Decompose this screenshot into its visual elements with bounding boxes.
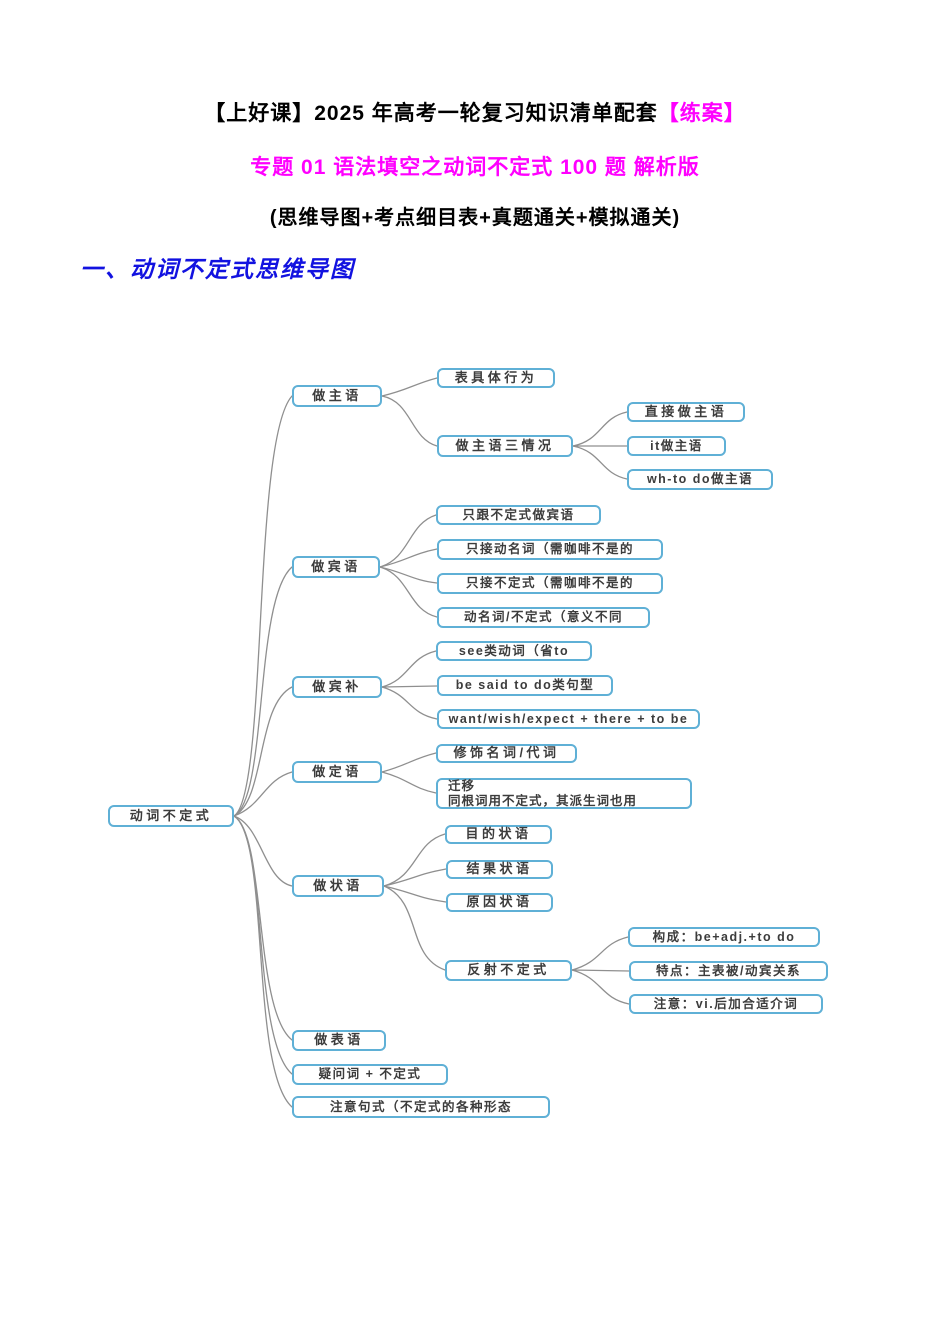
node-zhigen: 只跟不定式做宾语 [436,505,601,525]
node-tedian: 特点：主表被/动宾关系 [629,961,828,981]
node-goucheng: 构成：be+adj.+to do [628,927,820,947]
section-heading: 一、动词不定式思维导图 [80,256,355,282]
node-it-zhuyu: it做主语 [627,436,726,456]
node-qianyi: 迁移 同根词用不定式，其派生词也用 [436,778,692,809]
node-biaoyu: 做表语 [292,1030,386,1051]
node-yiwenci: 疑问词 + 不定式 [292,1064,448,1085]
node-root: 动词不定式 [108,805,234,827]
node-whtodo: wh-to do做主语 [627,469,773,490]
node-zhuyi-vi: 注意：vi.后加合适介词 [629,994,823,1014]
node-want: want/wish/expect + there + to be [437,709,700,729]
page-title-highlight: 【练案】 [657,102,746,125]
node-zhijie-zhuyu: 直接做主语 [627,402,745,422]
page-title-text: 【上好课】2025 年高考一轮复习知识清单配套 [204,102,658,125]
node-zhuyu: 做主语 [292,385,382,407]
page-subline: (思维导图+考点细目表+真题通关+模拟通关) [269,207,681,229]
node-yuanyin: 原因状语 [446,893,553,912]
node-see-lei: see类动词（省to [436,641,592,661]
node-binbu: 做宾补 [292,676,382,698]
node-mudi: 目的状语 [445,825,552,844]
node-biao-juti: 表具体行为 [437,368,555,388]
node-zhuangyu: 做状语 [292,875,384,897]
node-besaid: be said to do类句型 [437,675,613,696]
node-zhijie-bds: 只接不定式（需咖啡不是的 [437,573,663,594]
node-zhuyi-jushi: 注意句式（不定式的各种形态 [292,1096,550,1118]
node-zhijie-dmc: 只接动名词（需咖啡不是的 [437,539,663,560]
node-dingyu: 做定语 [292,761,382,783]
node-jieguo: 结果状语 [446,860,553,879]
node-zhuyu3: 做主语三情况 [437,435,573,457]
node-fanshe: 反射不定式 [445,960,572,981]
node-binyu: 做宾语 [292,556,380,578]
node-dmc-bds: 动名词/不定式（意义不同 [437,607,650,628]
page-title: 【上好课】2025 年高考一轮复习知识清单配套【练案】 [0,97,950,127]
node-xiushi: 修饰名词/代词 [436,744,577,763]
page-subtitle: 专题 01 语法填空之动词不定式 100 题 解析版 [250,156,700,179]
